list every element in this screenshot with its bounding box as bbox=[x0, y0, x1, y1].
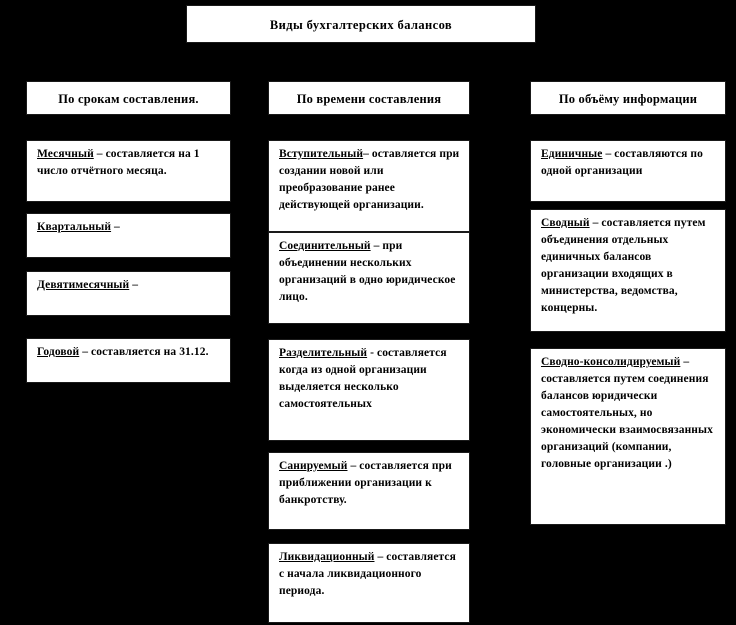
column-header-by-deadline: По срокам составления. bbox=[26, 81, 231, 115]
diagram-title-text: Виды бухгалтерских балансов bbox=[269, 18, 453, 32]
node-lead-term: Единичные bbox=[541, 148, 603, 160]
node-description: – составляется с начала ликвидационного … bbox=[279, 551, 456, 597]
node-description: – составляется путем объединения отдельн… bbox=[541, 217, 706, 314]
column-header-label: По срокам составления. bbox=[58, 92, 199, 106]
node-sanitation-balance: Санируемый – составляется при приближени… bbox=[268, 452, 470, 530]
node-merger-balance: Соединительный – при объединении несколь… bbox=[268, 232, 470, 324]
node-consolidated-group-balance: Сводно-консолидируемый – составляется пу… bbox=[530, 348, 726, 525]
node-lead-term: Вступительный bbox=[279, 148, 364, 160]
node-lead-term: Санируемый bbox=[279, 460, 348, 472]
node-description: – bbox=[111, 221, 120, 233]
column-header-by-volume: По объёму информации bbox=[530, 81, 726, 115]
node-lead-term: Сводный bbox=[541, 217, 590, 229]
node-separation-balance: Разделительный - составляется когда из о… bbox=[268, 339, 470, 441]
node-lead-term: Квартальный bbox=[37, 221, 112, 233]
node-description: – составляется при приближении организац… bbox=[279, 460, 452, 506]
diagram-title-box: Виды бухгалтерских балансов bbox=[186, 5, 536, 43]
node-description: – составляется путем соединения балансов… bbox=[541, 356, 713, 470]
node-lead-term: Годовой bbox=[37, 346, 80, 358]
node-lead-term: Ликвидационный bbox=[279, 551, 375, 563]
node-description: – составляется на 31.12. bbox=[79, 346, 209, 358]
column-header-label: По времени составления bbox=[296, 92, 442, 106]
node-lead-term: Девятимесячный bbox=[37, 279, 130, 291]
node-single-balance: Единичные – составляются по одной органи… bbox=[530, 140, 726, 202]
node-description: – составляются по одной организации bbox=[541, 148, 704, 177]
node-lead-term: Разделительный bbox=[279, 347, 368, 359]
node-description: – составляется на 1 число отчётного меся… bbox=[37, 148, 200, 177]
node-nine-month-balance: Девятимесячный – bbox=[26, 271, 231, 316]
node-annual-balance: Годовой – составляется на 31.12. bbox=[26, 338, 231, 383]
column-header-by-time: По времени составления bbox=[268, 81, 470, 115]
node-description: – bbox=[129, 279, 139, 291]
node-opening-balance: Вступительный– оставляется при создании … bbox=[268, 140, 470, 232]
node-description: - составляется когда из одной организаци… bbox=[279, 347, 447, 410]
node-quarterly-balance: Квартальный – bbox=[26, 213, 231, 258]
node-description: – при объединении нескольких организаций… bbox=[279, 240, 456, 303]
column-header-label: По объёму информации bbox=[558, 92, 698, 106]
node-lead-term: Сводно-консолидируемый bbox=[541, 356, 681, 368]
node-monthly-balance: Месячный – составляется на 1 число отчёт… bbox=[26, 140, 231, 202]
node-consolidated-summary-balance: Сводный – составляется путем объединения… bbox=[530, 209, 726, 332]
node-lead-term: Соединительный bbox=[279, 240, 371, 252]
node-description: – оставляется при создании новой или пре… bbox=[279, 148, 460, 211]
node-lead-term: Месячный bbox=[37, 148, 94, 160]
node-liquidation-balance: Ликвидационный – составляется с начала л… bbox=[268, 543, 470, 623]
